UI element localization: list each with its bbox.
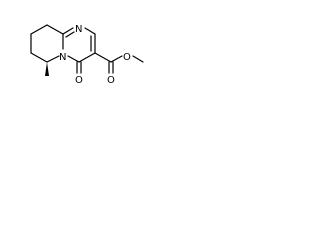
bond-c9-c8 bbox=[46, 24, 64, 35]
wedge-bond-methyl bbox=[45, 62, 49, 76]
bond-c5-n1 bbox=[46, 55, 60, 63]
bond-n2-c2 bbox=[84, 27, 96, 35]
atom-label-bridgehead-nitrogen: N bbox=[59, 52, 66, 63]
chemical-structure: N N O O O bbox=[30, 24, 144, 86]
bond-c3-cester bbox=[94, 52, 112, 63]
atom-labels: N N O O O bbox=[59, 24, 131, 86]
atom-label-ester-ether-oxygen: O bbox=[123, 52, 131, 63]
atom-label-carbonyl-oxygen: O bbox=[75, 75, 83, 86]
bond-cester-oether bbox=[110, 55, 123, 63]
bond-c3-c4 bbox=[78, 52, 96, 63]
bond-c9a-n2 bbox=[62, 27, 74, 35]
bonds bbox=[30, 24, 144, 74]
bond-c6-c5 bbox=[30, 52, 48, 63]
atom-label-ester-carbonyl-oxygen: O bbox=[107, 75, 115, 86]
bond-c4-n1 bbox=[67, 55, 80, 63]
bond-c9a-n2-inner bbox=[65, 31, 75, 38]
bond-oether-methyl bbox=[132, 55, 144, 63]
atom-label-ring-nitrogen: N bbox=[75, 24, 82, 35]
bond-c8-c7 bbox=[30, 24, 48, 35]
